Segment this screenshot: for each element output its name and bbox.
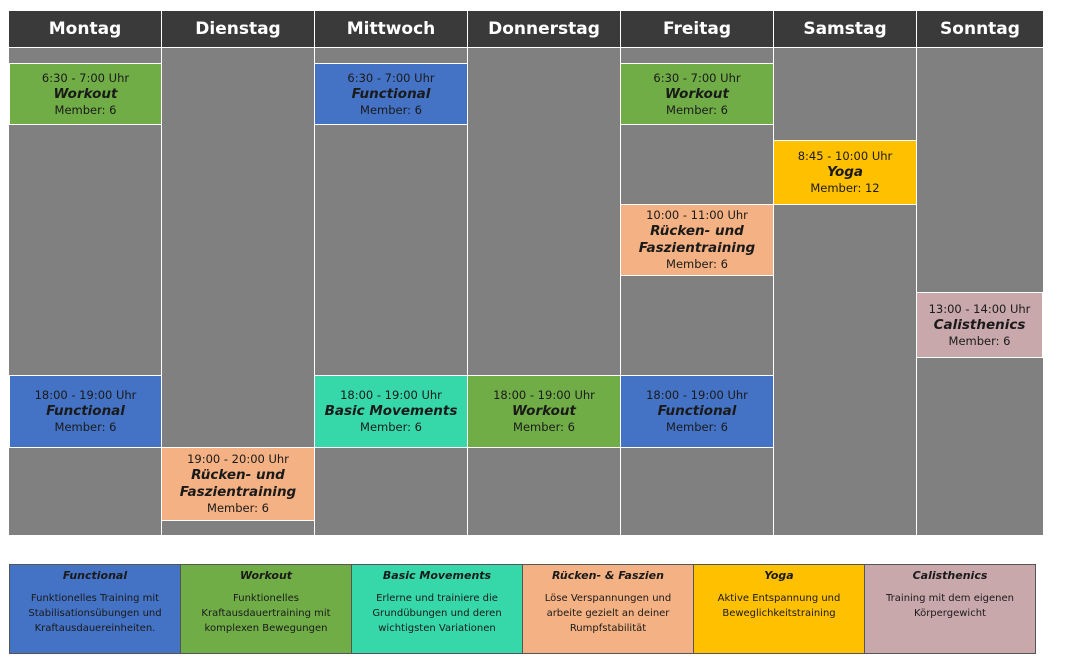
event-time: 18:00 - 19:00 Uhr xyxy=(34,388,137,402)
legend-title: Yoga xyxy=(764,569,794,582)
day-header-montag: Montag xyxy=(9,11,161,47)
legend-description: Funktionelles Kraftausdauertraining mit … xyxy=(201,593,331,634)
event-time: 18:00 - 19:00 Uhr xyxy=(340,388,442,402)
event-card-mittwoch-basic-movements[interactable]: 18:00 - 19:00 Uhr Basic Movements Member… xyxy=(314,375,468,448)
legend-description: Löse Verspannungen und arbeite gezielt a… xyxy=(544,593,672,634)
event-members: Member: 12 xyxy=(810,181,880,195)
event-members: Member: 6 xyxy=(666,102,728,117)
header-divider xyxy=(9,47,1043,48)
event-time: 18:00 - 19:00 Uhr xyxy=(646,388,748,402)
event-members: Member: 6 xyxy=(666,257,728,271)
day-header-donnerstag: Donnerstag xyxy=(468,11,620,47)
event-time: 19:00 - 20:00 Uhr xyxy=(187,452,289,466)
event-card-freitag-workout[interactable]: 6:30 - 7:00 Uhr Workout Member: 6 xyxy=(620,63,774,125)
event-name: Functional xyxy=(46,403,125,419)
day-header-freitag: Freitag xyxy=(621,11,773,47)
legend-description: Aktive Entspannung und Beweglichkeitstra… xyxy=(717,593,841,619)
event-members: Member: 6 xyxy=(513,420,575,434)
event-card-mittwoch-functional[interactable]: 6:30 - 7:00 Uhr Functional Member: 6 xyxy=(314,63,468,125)
event-name: Functional xyxy=(351,85,431,102)
legend-yoga: Yoga Aktive Entspannung und Beweglichkei… xyxy=(694,565,865,653)
event-card-montag-functional[interactable]: 18:00 - 19:00 Uhr Functional Member: 6 xyxy=(9,375,162,448)
event-members: Member: 6 xyxy=(207,501,269,515)
event-name: Workout xyxy=(53,85,118,102)
legend-title: Rücken- & Faszien xyxy=(552,569,664,582)
event-card-montag-workout[interactable]: 6:30 - 7:00 Uhr Workout Member: 6 xyxy=(9,63,162,125)
column-divider xyxy=(916,11,917,535)
day-header-sonntag: Sonntag xyxy=(917,11,1043,47)
day-header-mittwoch: Mittwoch xyxy=(315,11,467,47)
event-name: Rücken- und Faszientraining xyxy=(179,467,297,500)
legend-description: Erlerne und trainiere die Grundübungen u… xyxy=(372,593,502,634)
column-divider xyxy=(161,11,162,535)
event-members: Member: 6 xyxy=(54,420,117,434)
legend-title: Calisthenics xyxy=(912,569,988,582)
column-divider xyxy=(314,11,315,535)
event-members: Member: 6 xyxy=(666,420,728,434)
event-time: 6:30 - 7:00 Uhr xyxy=(41,70,130,85)
event-name: Functional xyxy=(657,403,737,419)
event-card-freitag-ruecken[interactable]: 10:00 - 11:00 Uhr Rücken- und Faszientra… xyxy=(620,204,774,276)
event-members: Member: 6 xyxy=(54,102,117,117)
event-time: 8:45 - 10:00 Uhr xyxy=(797,149,893,163)
event-time: 18:00 - 19:00 Uhr xyxy=(493,388,595,402)
event-time: 6:30 - 7:00 Uhr xyxy=(653,70,741,85)
event-name: Basic Movements xyxy=(324,403,458,419)
event-time: 13:00 - 14:00 Uhr xyxy=(928,301,1031,316)
event-members: Member: 6 xyxy=(360,102,422,117)
day-header-samstag: Samstag xyxy=(774,11,916,47)
event-name: Rücken- und Faszientraining xyxy=(638,223,756,256)
event-time: 6:30 - 7:00 Uhr xyxy=(347,70,435,85)
course-legend: Functional Funktionelles Training mit St… xyxy=(9,564,1036,654)
legend-description: Funktionelles Training mit Stabilisation… xyxy=(28,593,162,634)
day-header-dienstag: Dienstag xyxy=(162,11,314,47)
event-name: Workout xyxy=(512,403,576,419)
legend-title: Basic Movements xyxy=(382,569,492,582)
event-card-freitag-functional[interactable]: 18:00 - 19:00 Uhr Functional Member: 6 xyxy=(620,375,774,448)
event-members: Member: 6 xyxy=(360,420,422,434)
weekly-schedule: Montag Dienstag Mittwoch Donnerstag Frei… xyxy=(9,11,1043,535)
legend-functional: Functional Funktionelles Training mit St… xyxy=(10,565,181,653)
event-name: Calisthenics xyxy=(933,316,1026,333)
legend-title: Workout xyxy=(239,569,293,582)
event-members: Member: 6 xyxy=(948,333,1011,348)
legend-workout: Workout Funktionelles Kraftausdauertrain… xyxy=(181,565,352,653)
column-divider xyxy=(467,11,468,535)
event-name: Yoga xyxy=(826,164,864,180)
legend-calisthenics: Calisthenics Training mit dem eigenen Kö… xyxy=(865,565,1035,653)
event-name: Workout xyxy=(665,85,729,102)
event-card-donnerstag-workout[interactable]: 18:00 - 19:00 Uhr Workout Member: 6 xyxy=(467,375,621,448)
legend-title: Functional xyxy=(62,569,128,582)
legend-ruecken-faszien: Rücken- & Faszien Löse Verspannungen und… xyxy=(523,565,694,653)
event-time: 10:00 - 11:00 Uhr xyxy=(646,208,748,222)
event-card-samstag-yoga[interactable]: 8:45 - 10:00 Uhr Yoga Member: 12 xyxy=(773,140,917,205)
legend-description: Training mit dem eigenen Körpergewicht xyxy=(886,593,1014,619)
legend-basic-movements: Basic Movements Erlerne und trainiere di… xyxy=(352,565,523,653)
event-card-dienstag-ruecken[interactable]: 19:00 - 20:00 Uhr Rücken- und Faszientra… xyxy=(161,447,315,521)
event-card-sonntag-calisthenics[interactable]: 13:00 - 14:00 Uhr Calisthenics Member: 6 xyxy=(916,292,1043,358)
